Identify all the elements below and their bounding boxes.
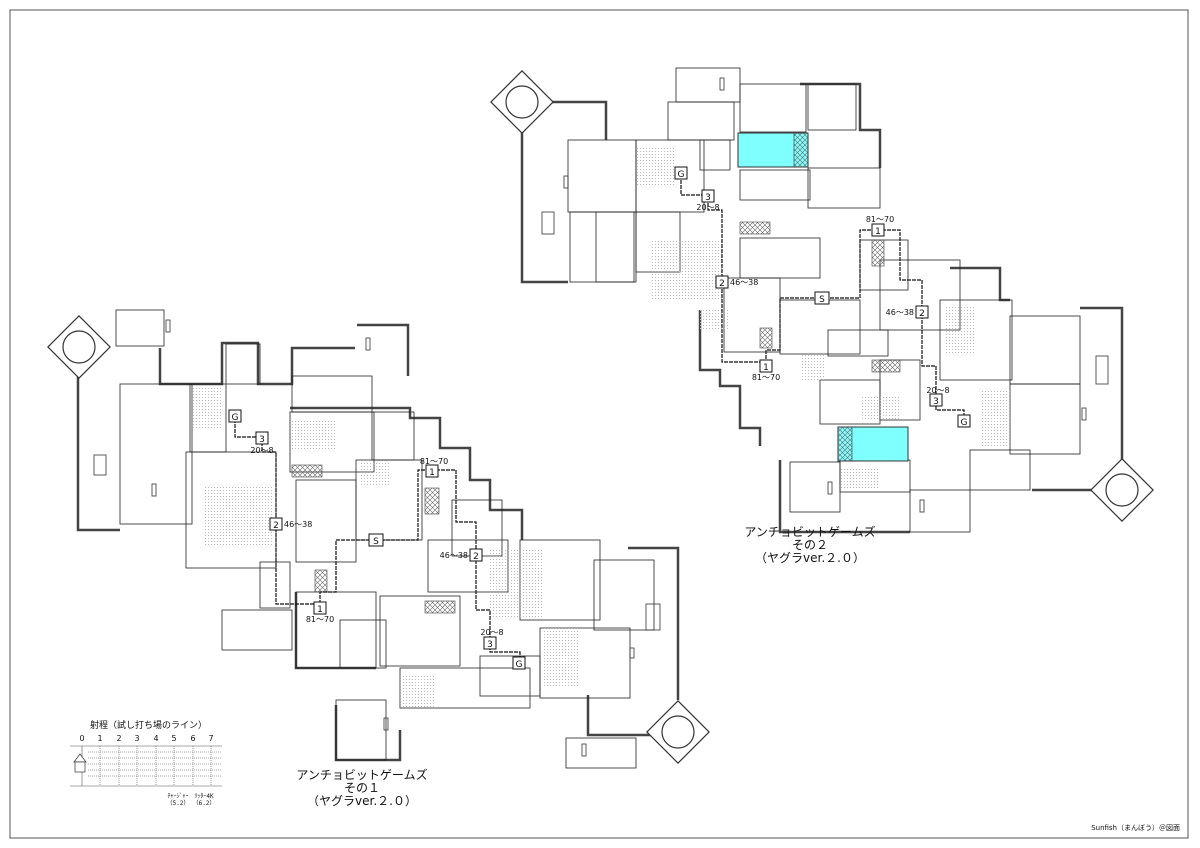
svg-text:81～70: 81～70	[306, 615, 334, 624]
map1-checkpoint-goal-upper: G	[228, 409, 242, 423]
map2-checkpoint-2-lower: 2 46～38	[886, 305, 929, 319]
legend-title: 射程（試し打ち場のライン）	[90, 719, 207, 731]
legend-weapon-charger: ﾁｬｰｼﾞｬｰ	[167, 793, 188, 800]
svg-text:3: 3	[134, 734, 139, 743]
map1-floor-blocks	[115, 309, 655, 769]
map2-water-upper-hatch	[793, 132, 809, 168]
legend-scale-lines	[70, 745, 222, 787]
svg-text:1: 1	[97, 734, 102, 743]
svg-text:20～8: 20～8	[250, 446, 273, 455]
svg-text:3: 3	[487, 640, 493, 650]
svg-text:1: 1	[317, 605, 323, 615]
svg-text:46～38: 46～38	[730, 278, 758, 287]
map-sono1: G 3 20～8 2 46～38 S 1 81～70 1 81～70 2	[47, 309, 710, 808]
map1-stair-areas	[192, 388, 580, 708]
map-sono2: G 3 20～8 1 81～70 2 46～38 S 2 46～38 1	[490, 67, 1154, 565]
map2-checkpoint-1-upper: 1 81～70	[866, 215, 894, 237]
svg-text:7: 7	[208, 734, 213, 743]
svg-text:6: 6	[190, 734, 195, 743]
map2-checkpoint-goal-lower: G	[957, 414, 971, 428]
svg-text:4: 4	[153, 734, 158, 743]
map1-checkpoint-2-upper: 2 46～38	[269, 517, 312, 531]
map1-checkpoint-goal-lower: G	[512, 656, 526, 670]
map1-spawn-bottom-right	[646, 700, 710, 764]
svg-text:1: 1	[875, 227, 881, 237]
legend-weapon-liter: ﾘｯﾀｰ4K	[194, 793, 214, 800]
svg-text:G: G	[961, 418, 968, 428]
svg-text:20～8: 20～8	[480, 628, 503, 637]
map2-title-line1: アンチョビットゲームズ	[744, 524, 875, 539]
credit-text: Sunfish（まんぼう）＠図面	[1091, 824, 1180, 832]
svg-text:81～70: 81～70	[752, 373, 780, 382]
map2-checkpoint-goal-upper: G	[674, 166, 688, 180]
svg-text:1: 1	[763, 363, 769, 373]
range-legend: 射程（試し打ち場のライン） 0 1 2 3 4 5 6 7	[70, 719, 222, 807]
svg-text:2: 2	[273, 521, 279, 531]
map1-title-line1: アンチョビットゲームズ	[296, 767, 427, 782]
map1-checkpoint-start: S	[368, 533, 384, 547]
svg-text:20～8: 20～8	[926, 386, 949, 395]
svg-text:S: S	[373, 537, 379, 547]
map1-title-line3: （ヤグラver.２.０）	[307, 794, 417, 808]
svg-text:46～38: 46～38	[440, 551, 468, 560]
map1-checkpoint-3-upper: 3 20～8	[250, 431, 274, 455]
map1-pillars	[93, 319, 661, 757]
map1-checkpoint-1-upper: 1 81～70	[420, 457, 448, 478]
map1-checkpoint-2-lower: 2 46～38	[440, 548, 483, 562]
svg-text:G: G	[516, 660, 523, 670]
map2-stair-areas	[636, 146, 1010, 490]
map2-title-line2: その２	[792, 538, 828, 552]
svg-text:G: G	[232, 413, 239, 423]
svg-text:81～70: 81～70	[420, 457, 448, 466]
map2-pillars	[541, 77, 1109, 513]
svg-text:3: 3	[705, 193, 711, 203]
svg-text:20～8: 20～8	[696, 203, 719, 212]
svg-text:2: 2	[116, 734, 121, 743]
svg-text:1: 1	[429, 468, 435, 478]
legend-weapon-liter-range: （6.2）	[193, 800, 216, 807]
map1-checkpoint-1-lower: 1 81～70	[306, 601, 334, 624]
map1-title-line2: その１	[344, 781, 380, 795]
map2-checkpoint-2-upper: 2 46～38	[715, 275, 758, 289]
legend-scale-ticks: 0 1 2 3 4 5 6 7	[79, 734, 213, 743]
map2-checkpoint-1-lower: 1 81～70	[752, 359, 780, 382]
map2-checkpoint-3-lower: 3 20～8	[926, 386, 949, 407]
map2-outer-walls	[520, 82, 1124, 534]
page-border	[9, 9, 1189, 839]
svg-text:46～38: 46～38	[284, 520, 312, 529]
svg-text:5: 5	[171, 734, 176, 743]
svg-text:3: 3	[259, 435, 265, 445]
svg-text:G: G	[678, 170, 685, 180]
map2-hatched-crates	[739, 221, 901, 373]
svg-text:2: 2	[719, 279, 725, 289]
svg-text:0: 0	[79, 734, 84, 743]
svg-text:81～70: 81～70	[866, 215, 894, 224]
map2-title-line3: （ヤグラver.２.０）	[755, 551, 865, 565]
svg-text:2: 2	[473, 552, 479, 562]
legend-weapon-charger-range: （5.2）	[167, 800, 190, 807]
map2-checkpoint-start: S	[814, 291, 830, 305]
map2-spawn-bottom-right	[1090, 458, 1154, 522]
map2-spawn-top-left	[490, 70, 554, 134]
svg-text:S: S	[819, 295, 825, 305]
svg-text:2: 2	[919, 309, 925, 319]
map1-hatched-crates	[291, 464, 456, 614]
map2-water-lower-hatch	[837, 426, 853, 462]
map2-checkpoint-3-upper: 3 20～8	[696, 189, 720, 212]
svg-text:3: 3	[933, 397, 939, 407]
map1-spawn-top-left	[47, 315, 111, 379]
svg-text:46～38: 46～38	[886, 308, 914, 317]
player-marker-icon	[73, 753, 87, 773]
map1-checkpoint-3-lower: 3 20～8	[480, 628, 503, 650]
